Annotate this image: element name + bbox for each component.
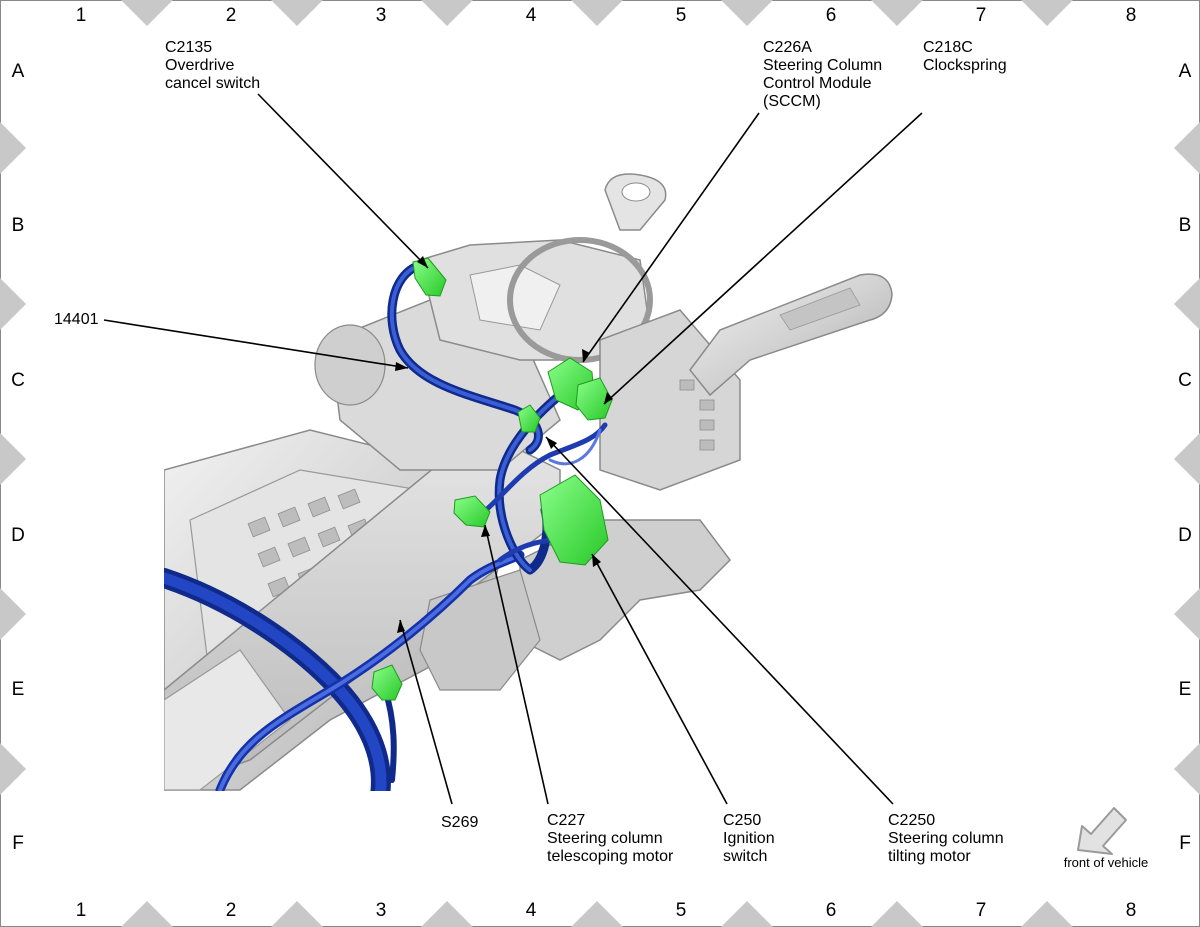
callout-line: Control Module bbox=[763, 75, 872, 92]
grid-column-label: 1 bbox=[76, 5, 87, 26]
grid-column-label: 5 bbox=[676, 5, 687, 26]
grid-rows-right: A B C D E F bbox=[1178, 61, 1192, 854]
clockspring-ring bbox=[507, 237, 653, 363]
leader-c218c bbox=[603, 112, 923, 405]
grid-row-label: A bbox=[12, 61, 25, 82]
connector-c2135 bbox=[412, 257, 447, 297]
callout-14401: 14401 bbox=[54, 311, 99, 328]
callout-line: C226A bbox=[763, 39, 812, 56]
connector-c218c bbox=[575, 377, 613, 421]
grid-column-label: 6 bbox=[826, 900, 837, 921]
callout-line: Ignition bbox=[723, 830, 775, 847]
callout-line: Clockspring bbox=[923, 57, 1007, 74]
callout-line: switch bbox=[723, 848, 767, 865]
callout-line: C227 bbox=[547, 812, 585, 829]
callout-line: Steering Column bbox=[763, 57, 882, 74]
leader-c2250 bbox=[545, 436, 894, 805]
front-of-vehicle-indicator: front of vehicle bbox=[1064, 807, 1149, 870]
front-of-vehicle-label: front of vehicle bbox=[1064, 855, 1149, 870]
callout-line: Steering column bbox=[547, 830, 663, 847]
leader-14401 bbox=[103, 319, 409, 369]
connector-s269-area bbox=[371, 664, 403, 701]
callout-c2135: C2135 Overdrive cancel switch bbox=[165, 39, 260, 92]
callout-line: Steering column bbox=[888, 830, 1004, 847]
grid-row-label: B bbox=[12, 215, 25, 236]
column-hub bbox=[314, 324, 386, 406]
leader-c227 bbox=[484, 524, 549, 805]
front-of-vehicle-arrow-icon bbox=[1077, 807, 1127, 855]
lever-ring bbox=[604, 173, 667, 231]
leader-c250 bbox=[591, 553, 728, 805]
callout-line: C2250 bbox=[888, 812, 935, 829]
grid-row-label: E bbox=[1179, 679, 1192, 700]
grid-column-label: 2 bbox=[226, 5, 237, 26]
grid-column-label: 7 bbox=[976, 900, 987, 921]
grid-column-label: 1 bbox=[76, 900, 87, 921]
connector-c250 bbox=[539, 474, 609, 566]
grid-rows-left: A B C D E F bbox=[11, 61, 25, 854]
grid-column-label: 4 bbox=[526, 5, 537, 26]
callout-c218c: C218C Clockspring bbox=[923, 39, 1007, 74]
grid-column-label: 5 bbox=[676, 900, 687, 921]
callout-line: C250 bbox=[723, 812, 761, 829]
grid-column-label: 8 bbox=[1126, 5, 1137, 26]
callout-line: tilting motor bbox=[888, 848, 971, 865]
callout-line: telescoping motor bbox=[547, 848, 674, 865]
grid-row-label: C bbox=[1178, 370, 1192, 391]
callout-line: C2135 bbox=[165, 39, 212, 56]
grid-column-label: 2 bbox=[226, 900, 237, 921]
callout-line: 14401 bbox=[54, 311, 99, 328]
connector-c227 bbox=[453, 495, 491, 528]
leader-c2135 bbox=[257, 93, 429, 269]
grid-row-label: B bbox=[1179, 215, 1192, 236]
grid-row-label: D bbox=[1178, 525, 1192, 546]
grid-column-label: 8 bbox=[1126, 900, 1137, 921]
callout-c250: C250 Ignition switch bbox=[723, 812, 775, 865]
callout-line: C218C bbox=[923, 39, 973, 56]
callout-line: Overdrive bbox=[165, 57, 234, 74]
callout-s269: S269 bbox=[441, 814, 478, 831]
callout-line: cancel switch bbox=[165, 75, 260, 92]
callout-c2250: C2250 Steering column tilting motor bbox=[888, 812, 1004, 865]
connector-c2250 bbox=[517, 404, 541, 433]
callout-c227: C227 Steering column telescoping motor bbox=[547, 812, 674, 865]
grid-column-label: 3 bbox=[376, 900, 387, 921]
grid-column-label: 6 bbox=[826, 5, 837, 26]
grid-columns-bottom: 1 2 3 4 5 6 7 8 bbox=[76, 900, 1137, 921]
grid-row-label: E bbox=[12, 679, 25, 700]
grid-row-label: C bbox=[11, 370, 25, 391]
steering-column-illustration bbox=[164, 173, 893, 791]
leader-lines bbox=[103, 93, 923, 805]
callout-line: (SCCM) bbox=[763, 93, 821, 110]
grid-column-label: 7 bbox=[976, 5, 987, 26]
grid-column-label: 4 bbox=[526, 900, 537, 921]
leader-s269 bbox=[399, 619, 453, 805]
grid-row-label: F bbox=[12, 833, 24, 854]
grid-columns-top: 1 2 3 4 5 6 7 8 bbox=[76, 5, 1137, 26]
grid-row-label: A bbox=[1179, 61, 1192, 82]
connectors bbox=[371, 257, 613, 701]
leader-c226a bbox=[582, 112, 760, 363]
grid-row-label: F bbox=[1179, 833, 1191, 854]
grid-column-label: 3 bbox=[376, 5, 387, 26]
wiring-harness bbox=[164, 260, 608, 791]
leader-arrowheads bbox=[395, 256, 613, 633]
callout-line: S269 bbox=[441, 814, 478, 831]
grid-row-label: D bbox=[11, 525, 25, 546]
callout-c226a: C226A Steering Column Control Module (SC… bbox=[763, 39, 882, 110]
